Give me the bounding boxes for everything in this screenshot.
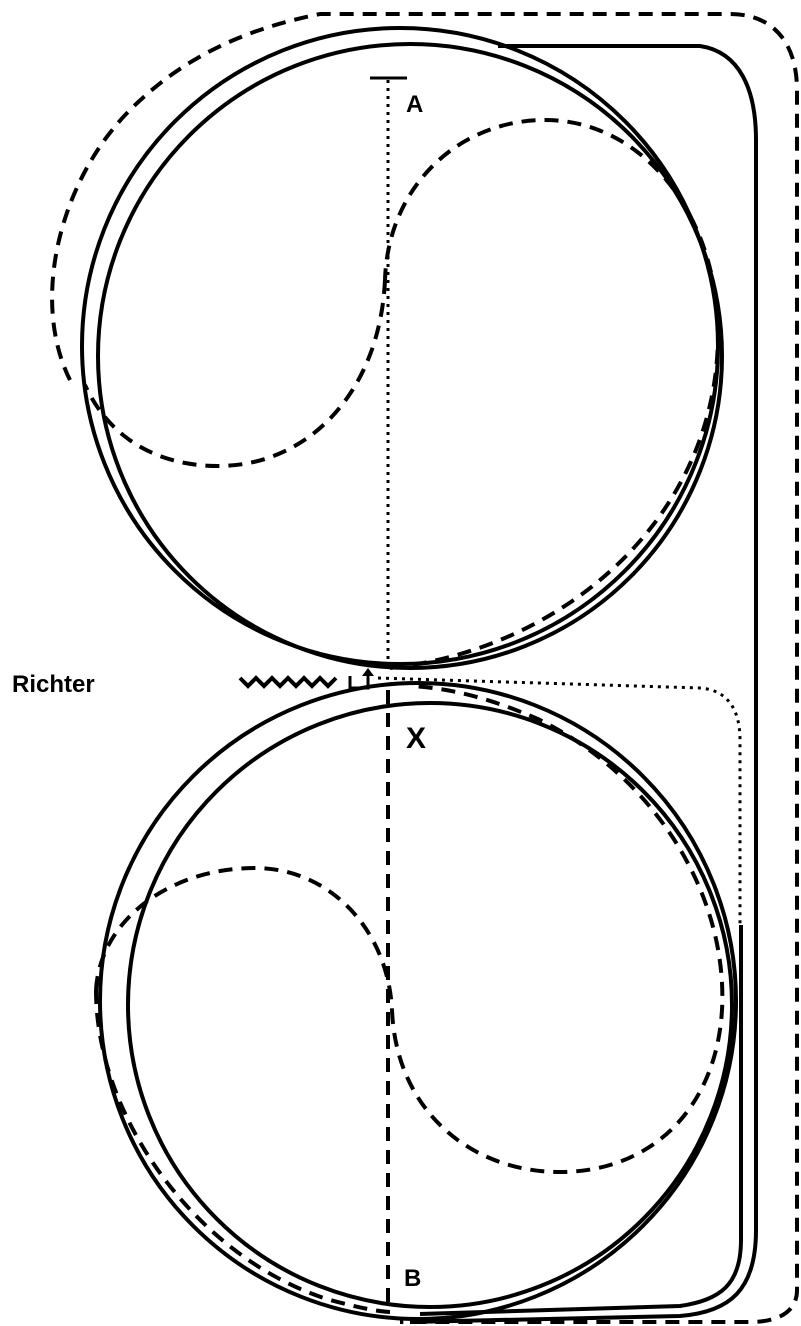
top-dashed-right-arc: [383, 117, 721, 670]
right-solid-channel-outer: [409, 44, 758, 1324]
richter-zigzag: [238, 675, 338, 689]
bottom-dashed-right-arc: [390, 684, 725, 1175]
bottom-dashed-lower-arc: [94, 989, 393, 1314]
top-circle-inner: [96, 42, 724, 670]
outer-dashed-boundary: [50, 12, 799, 1324]
label-x: X: [406, 722, 426, 755]
bottom-circle-outer: [98, 681, 738, 1321]
richter-arrow-icon: [362, 668, 374, 676]
dotted-connector: [377, 676, 742, 925]
label-b: B: [404, 1265, 421, 1292]
bottom-circle-inner: [126, 701, 734, 1309]
label-a: A: [406, 91, 423, 118]
bottom-dashed-left-arc: [94, 865, 394, 1011]
richter-hook: [348, 676, 370, 690]
right-solid-channel-inner: [419, 925, 743, 1316]
label-richter: Richter: [12, 671, 95, 698]
top-dashed-left-arc: [83, 279, 387, 469]
top-circle-outer: [80, 26, 720, 666]
